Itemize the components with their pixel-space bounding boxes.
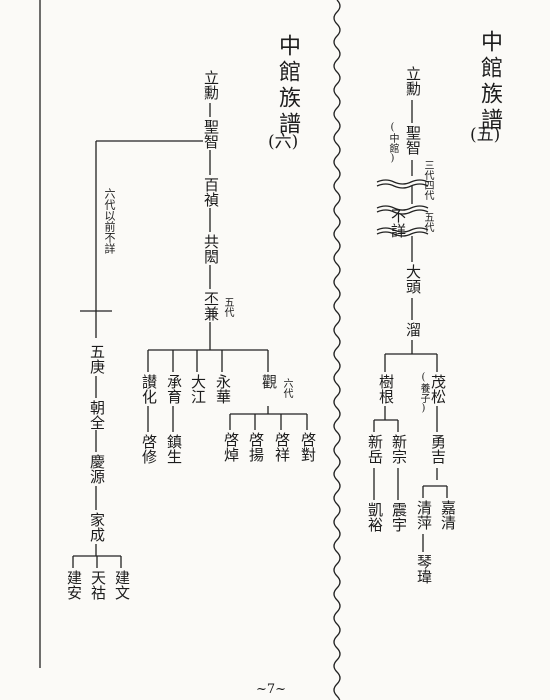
person-chaoquan: 朝全 (88, 400, 106, 430)
person-guan: 觀 (260, 374, 278, 389)
gen-note-6: 六代 (281, 378, 292, 398)
person-qizhuo: 啓焯 (222, 432, 240, 462)
person-baizhen: 百禎 (202, 177, 220, 207)
person-jiaqing: 嘉清 (439, 500, 457, 530)
person-lixun: 立勳 (202, 70, 220, 100)
unknown-note: 不詳 (389, 208, 407, 238)
person-datou: 大頭 (404, 264, 422, 294)
side-note-unknown: 六代以前不詳 (103, 188, 116, 254)
left-title: 中館族譜 (275, 34, 300, 138)
person-qixiang: 啓祥 (273, 432, 291, 462)
person-zhensheng: 鎮生 (165, 434, 183, 464)
person-dajiang: 大江 (189, 374, 207, 404)
person-qingping: 清萍 (415, 500, 433, 530)
person-shugen: 樹根 (377, 374, 395, 404)
person-xinyue: 新岳 (366, 434, 384, 464)
person-qinwei: 琴瑋 (415, 554, 433, 584)
gen-note-5: 五代 (222, 297, 233, 317)
wavy-divider (333, 0, 341, 700)
person-qiyang: 啓揚 (247, 432, 265, 462)
person-yongji: 勇吉 (429, 434, 447, 464)
person-liu: 溜 (404, 322, 422, 337)
gen-note-3-4: 三代四代 (422, 160, 433, 200)
right-title: 中館族譜 (477, 30, 502, 134)
person-jiacheng: 家成 (88, 512, 106, 542)
person-kaiyu: 凱裕 (366, 502, 384, 532)
person-maosong: 茂松 (429, 374, 447, 404)
person-yonghua: 永華 (214, 374, 232, 404)
right-person-shengzhi: 聖智 (404, 125, 422, 155)
person-jianwen: 建文 (113, 570, 131, 600)
person-wugeng: 五庚 (88, 344, 106, 374)
person-qixiu: 啓修 (140, 434, 158, 464)
person-gonghong: 共閎 (202, 234, 220, 264)
gen-note-5-right: 五代 (422, 212, 433, 232)
right-section-number: (五) (470, 125, 501, 145)
person-zhenyu: 震宇 (390, 502, 408, 532)
zhongguan-note: (中館) (387, 122, 398, 164)
person-chengyu: 承育 (165, 374, 183, 404)
person-jianan: 建安 (65, 570, 83, 600)
person-pijian: 丕兼 (202, 291, 220, 321)
left-section-number: (六) (268, 132, 299, 152)
person-qingyuan: 慶源 (88, 454, 106, 484)
page-number: ~7~ (256, 682, 287, 697)
person-shengzhi: 聖智 (202, 119, 220, 149)
person-xinzong: 新宗 (390, 434, 408, 464)
person-tianhu: 天祜 (89, 570, 107, 600)
adopted-note: (養子) (418, 372, 429, 414)
person-zanhua: 讃化 (140, 374, 158, 404)
person-qidui: 啓對 (299, 432, 317, 462)
right-person-lixun: 立勳 (404, 66, 422, 96)
